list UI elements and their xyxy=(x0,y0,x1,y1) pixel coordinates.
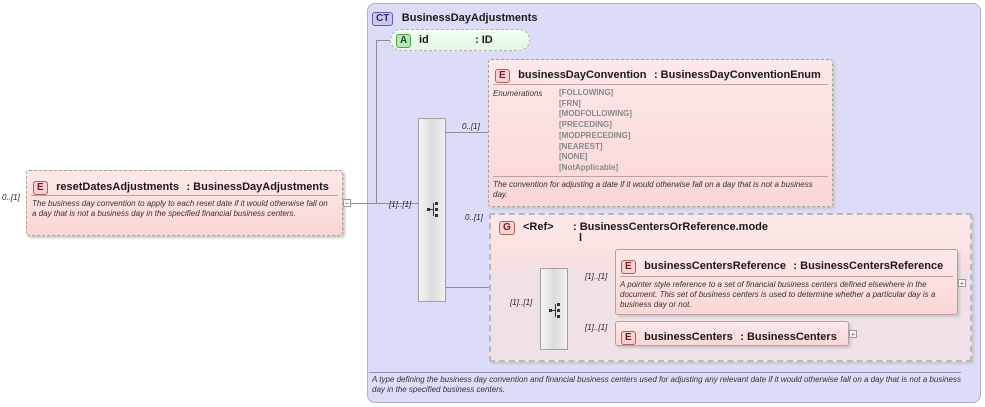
convention-name: businessDayConvention xyxy=(518,69,647,81)
centers-reference-name: businessCentersReference xyxy=(644,260,786,272)
element-badge: E xyxy=(495,69,510,83)
root-cardinality: 0..[1] xyxy=(2,193,20,202)
sequence-icon xyxy=(549,303,560,318)
convention-type: : BusinessDayConventionEnum xyxy=(653,69,821,81)
complex-type-header: CT BusinessDayAdjustments xyxy=(372,8,538,26)
convention-description: The convention for adjusting a date if i… xyxy=(493,180,813,199)
divider xyxy=(620,276,953,277)
sequence-compositor[interactable] xyxy=(418,118,446,302)
group-sequence-compositor[interactable] xyxy=(540,268,568,350)
enum-value: [MODFOLLOWING] xyxy=(559,109,632,119)
element-badge: E xyxy=(33,181,48,195)
attribute-type: : ID xyxy=(475,34,493,46)
complex-type-name: BusinessDayAdjustments xyxy=(401,12,538,24)
business-centers-reference-element[interactable]: E businessCentersReference : BusinessCen… xyxy=(615,249,958,315)
element-badge: E xyxy=(621,331,636,345)
attribute-badge: A xyxy=(396,34,412,48)
centers-cardinality: [1]..[1] xyxy=(585,323,608,332)
collapse-icon[interactable]: − xyxy=(343,199,351,208)
group-badge: G xyxy=(499,221,515,235)
centers-reference-header: E businessCentersReference : BusinessCen… xyxy=(621,256,943,274)
enumerations-label: Enumerations xyxy=(493,89,543,98)
complex-type-description: A type defining the business day convent… xyxy=(372,375,961,394)
centers-type: : BusinessCenters xyxy=(740,331,837,343)
group-sequence-cardinality: [1]..[1] xyxy=(510,298,533,307)
convention-header: E businessDayConvention : BusinessDayCon… xyxy=(495,65,821,83)
centers-reference-type: : BusinessCentersReference xyxy=(793,260,944,272)
enum-value: [NEAREST] xyxy=(559,141,603,151)
expand-icon[interactable]: + xyxy=(849,330,857,339)
group-name-tail: l xyxy=(579,232,583,244)
root-header: E resetDatesAdjustments : BusinessDayAdj… xyxy=(33,177,329,195)
connector-group xyxy=(446,287,490,288)
sequence-icon xyxy=(427,202,438,217)
expand-icon[interactable]: + xyxy=(958,279,966,288)
group-cardinality: 0..[1] xyxy=(465,213,483,222)
divider xyxy=(493,84,828,85)
enum-value: [NONE] xyxy=(559,152,588,162)
group-name: : BusinessCentersOrReference.mode xyxy=(573,221,769,233)
enum-value: [FOLLOWING] xyxy=(559,88,614,97)
divider xyxy=(493,176,828,177)
connector-attr xyxy=(376,40,392,41)
divider xyxy=(31,195,338,196)
root-description: The business day convention to apply to … xyxy=(32,199,328,218)
element-badge: E xyxy=(621,260,636,274)
sequence-cardinality: [1]..[1] xyxy=(389,200,412,209)
group-ref: <Ref> xyxy=(523,221,554,233)
centers-reference-cardinality: [1]..[1] xyxy=(585,272,608,281)
connector-convention xyxy=(446,132,488,133)
attribute-id[interactable]: A id : ID xyxy=(390,29,530,51)
enum-value: [NotApplicable] xyxy=(559,162,619,172)
business-centers-element[interactable]: E businessCenters : BusinessCenters xyxy=(615,321,849,346)
centers-header: E businessCenters : BusinessCenters xyxy=(621,327,837,345)
divider xyxy=(369,372,961,373)
connector-root-seq xyxy=(343,203,418,204)
centers-reference-description: A pointer style reference to a set of fi… xyxy=(620,280,936,309)
business-day-convention-element[interactable]: E businessDayConvention : BusinessDayCon… xyxy=(488,59,833,207)
enum-value: [FRN] xyxy=(559,98,581,108)
enum-value: [MODPRECEDING] xyxy=(559,130,631,140)
enumerations-list: [FOLLOWING] [FRN] [MODFOLLOWING] [PRECED… xyxy=(559,88,632,174)
convention-cardinality: 0..[1] xyxy=(462,122,480,131)
enum-value: [PRECEDING] xyxy=(559,120,612,130)
centers-name: businessCenters xyxy=(644,331,733,343)
connector-attr-vertical xyxy=(376,40,377,204)
root-type: : BusinessDayAdjustments xyxy=(186,181,329,193)
complex-type-badge: CT xyxy=(372,12,394,26)
root-name: resetDatesAdjustments xyxy=(56,181,179,193)
attribute-name: id xyxy=(419,34,429,46)
root-element[interactable]: E resetDatesAdjustments : BusinessDayAdj… xyxy=(26,170,343,236)
